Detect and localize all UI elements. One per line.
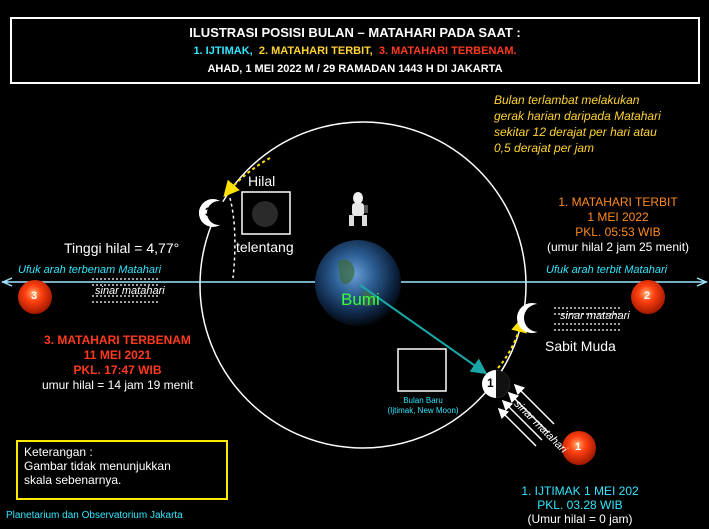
moon-delay-note: Bulan terlambat melakukan gerak harian d… — [494, 92, 661, 156]
sun-ray-label-right: sinar matahari — [560, 310, 630, 322]
waxing-crescent-label: Sabit Muda — [545, 338, 616, 354]
hilal-label: Hilal — [248, 173, 276, 189]
moon-delay-note-line: sekitar 12 derajat per hari atau — [494, 125, 657, 139]
legend-note-title: Keterangan : — [24, 445, 93, 459]
moon-orbit — [199, 121, 527, 449]
sun-1-number: 1 — [575, 441, 582, 453]
legend-note-line: skala sebenarnya. — [24, 473, 122, 487]
conjunction-title: 1. IJTIMAK 1 MEI 202 — [521, 484, 639, 498]
sunset-info: 3. MATAHARI TERBENAM 11 MEI 2021 PKL. 17… — [5, 333, 230, 393]
sun-1 — [562, 431, 596, 465]
legend-note-line: Gambar tidak menunjukkan — [24, 459, 171, 473]
sun-rays-conjunction — [497, 383, 555, 447]
new-moon-subtitle: (Ijtimak, New Moon) — [387, 406, 459, 415]
orbit-motion-arrow-bottom — [497, 316, 527, 369]
moon-3 — [199, 199, 231, 227]
hilal-moon-image — [252, 201, 278, 227]
moon-2-number: 2 — [525, 310, 532, 324]
horizon-arrow-left — [1, 277, 13, 287]
new-moon-label: Bulan Baru (Ijtimak, New Moon) — [378, 396, 468, 416]
new-moon-box — [397, 348, 447, 392]
new-moon-title: Bulan Baru — [403, 396, 443, 405]
title-ijtimak: 1. IJTIMAK, — [193, 45, 253, 57]
sun-3 — [18, 280, 52, 314]
sun-rays-left — [92, 278, 160, 303]
sunset-age: umur hilal = 14 jam 19 menit — [41, 378, 194, 392]
sunset-time: PKL. 17:47 WIB — [73, 363, 162, 377]
sunset-title: 3. MATAHARI TERBENAM — [44, 333, 191, 347]
moon-delay-note-line: gerak harian daripada Matahari — [494, 109, 661, 123]
sunrise-info: 1. MATAHARI TERBIT 1 MEI 2022 PKL. 05:53… — [528, 195, 708, 255]
legend-note-box: Keterangan : Gambar tidak menunjukkan sk… — [16, 440, 228, 500]
title-line-1: ILUSTRASI POSISI BULAN – MATAHARI PADA S… — [189, 25, 521, 40]
sunrise-time: PKL. 05:53 WIB — [575, 225, 661, 239]
sun-ray-label-left: sinar matahari — [95, 285, 165, 297]
moon-2 — [517, 303, 552, 333]
conjunction-info: 1. IJTIMAK 1 MEI 202 PKL. 03.28 WIB (Umu… — [500, 484, 660, 526]
line-of-sight-arrow — [359, 284, 488, 375]
title-line-2: 1. IJTIMAK, 2. MATAHARI TERBIT, 3. MATAH… — [12, 42, 698, 60]
moon-delay-note-line: Bulan terlambat melakukan — [494, 93, 640, 107]
sunrise-age: (umur hilal 2 jam 25 menit) — [546, 240, 690, 254]
earth-label: Bumi — [341, 290, 380, 309]
conjunction-age: (Umur hilal = 0 jam) — [527, 512, 633, 526]
sunset-date: 11 MEI 2021 — [83, 348, 152, 362]
hilal-height-label: Tinggi hilal = 4,77° — [64, 240, 180, 256]
sun-2-number: 2 — [644, 290, 651, 302]
footer-credit: Planetarium dan Observatorium Jakarta — [6, 510, 183, 521]
title-terbenam: 3. MATAHARI TERBENAM. — [378, 45, 517, 57]
hilal-height-arc — [229, 197, 236, 279]
moon-1-number: 1 — [487, 376, 494, 390]
sun-3-number: 3 — [31, 290, 38, 302]
sunrise-title: 1. MATAHARI TERBIT — [558, 195, 678, 209]
horizon-west-label: Ufuk arah terbenam Matahari — [18, 264, 162, 276]
title-box: ILUSTRASI POSISI BULAN – MATAHARI PADA S… — [10, 17, 700, 84]
conjunction-time: PKL. 03.28 WIB — [537, 498, 623, 512]
moon-1 — [482, 370, 510, 398]
title-line-3: AHAD, 1 MEI 2022 M / 29 RAMADAN 1443 H D… — [207, 63, 503, 75]
sun-2 — [631, 280, 665, 314]
astronaut-icon — [349, 192, 368, 226]
sunrise-date: 1 MEI 2022 — [587, 210, 649, 224]
earth — [315, 240, 401, 326]
horizon-east-label: Ufuk arah terbit Matahari — [546, 264, 668, 276]
sun-rays-right — [552, 307, 620, 331]
telentang-label: telentang — [236, 239, 294, 255]
title-terbit: 2. MATAHARI TERBIT, — [258, 45, 373, 57]
moon-delay-note-line: 0,5 derajat per jam — [494, 141, 595, 155]
moon-3-number: 3 — [205, 205, 212, 219]
horizon-arrow-right — [696, 277, 708, 287]
